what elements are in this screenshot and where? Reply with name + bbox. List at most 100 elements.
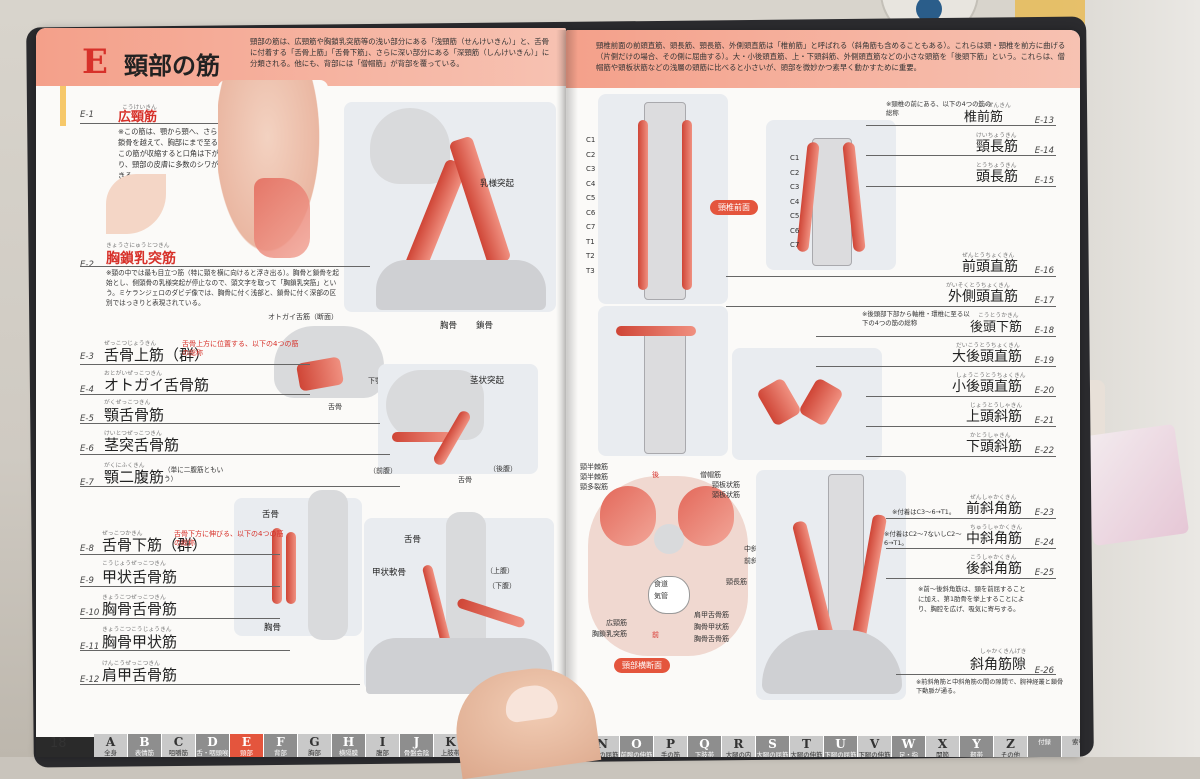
tab-label: 舌・咽頭喉頭 bbox=[196, 749, 229, 757]
tab-letter: W bbox=[901, 737, 916, 751]
tab-letter: P bbox=[665, 737, 676, 751]
code-e7: E-7 bbox=[80, 478, 94, 488]
underline-e2 bbox=[80, 266, 370, 267]
ruby-e3: ぜっこつじょうきん bbox=[104, 341, 157, 347]
ruby-e17: がいそくとうちょくきん bbox=[946, 283, 1010, 289]
vertebra-label: C5 bbox=[790, 212, 800, 220]
label-mastoid: 乳様突起 bbox=[480, 179, 515, 189]
label-back: 後 bbox=[652, 471, 659, 479]
tab-label: 大腿の伸筋 bbox=[790, 751, 823, 757]
index-tab-d[interactable]: D舌・咽頭喉頭 bbox=[196, 734, 230, 757]
tab-label: 大腿の屈筋 bbox=[756, 751, 789, 757]
vertebra-label: C7 bbox=[790, 241, 800, 249]
label-cross-section: 頸部横断面 bbox=[614, 658, 670, 673]
label-hyoid-2: 舌骨 bbox=[458, 476, 472, 484]
tab-label: 付録 bbox=[1038, 738, 1051, 746]
skull-side-illustration bbox=[386, 370, 484, 440]
code-e13: E-13 bbox=[1034, 116, 1054, 126]
code-e11: E-11 bbox=[80, 642, 100, 652]
name-e16: 前頭直筋 bbox=[962, 259, 1018, 275]
tab-label: 大腿の内転・外旋 bbox=[725, 751, 752, 757]
code-e26: E-26 bbox=[1034, 666, 1054, 676]
ruby-e15: とうちょうきん bbox=[976, 163, 1017, 169]
label-thyroid: 甲状軟骨 bbox=[372, 568, 407, 578]
tab-label: 前腕の伸筋 bbox=[620, 751, 653, 757]
tab-label: 全身 bbox=[104, 749, 117, 757]
gift-box bbox=[1078, 423, 1190, 547]
note-e3: 舌骨上方に位置する、以下の4つの筋の総称 bbox=[182, 340, 299, 357]
underline-e5 bbox=[80, 423, 380, 424]
underline-e17 bbox=[726, 306, 1056, 307]
underline-e10 bbox=[80, 618, 280, 619]
label-r2: 頸板状筋 bbox=[712, 481, 740, 489]
sternothyroid-muscle-left bbox=[286, 532, 296, 604]
name-e3: 舌骨上筋（群） bbox=[104, 346, 210, 364]
underline-e9 bbox=[80, 586, 280, 587]
code-e25: E-25 bbox=[1034, 568, 1054, 578]
face-illustration-small bbox=[106, 174, 166, 234]
index-tab-索引[interactable]: 索引 bbox=[1062, 736, 1080, 757]
desc-e2: ※頸の中では最も目立つ筋（特に頸を横に向けると浮き出る）。胸骨と鎖骨を起始とし、… bbox=[106, 269, 340, 307]
underline-e22 bbox=[866, 456, 1056, 457]
index-tab-r[interactable]: R大腿の内転・外旋 bbox=[722, 736, 756, 757]
label-b1: 広頸筋 bbox=[606, 619, 627, 627]
label-b2: 胸鎖乳突筋 bbox=[592, 630, 627, 638]
underline-e12 bbox=[80, 684, 360, 685]
tab-letter: J bbox=[413, 735, 420, 749]
name-e14: 頸長筋 bbox=[976, 139, 1018, 155]
tab-label: 手の筋 bbox=[660, 751, 681, 757]
platysma-illustration bbox=[254, 178, 310, 258]
underline-e3 bbox=[80, 364, 310, 365]
ruby-e19: だいこうとうちょくきん bbox=[956, 343, 1020, 349]
name-e25: 後斜角筋 bbox=[966, 561, 1022, 577]
index-tab-付録[interactable]: 付録 bbox=[1028, 736, 1062, 757]
trapezius-left bbox=[600, 486, 656, 546]
underline-e8 bbox=[80, 554, 280, 555]
ruby-e6: けいとつぜっこつきん bbox=[104, 431, 162, 437]
underline-e24 bbox=[886, 548, 1056, 549]
underline-e11 bbox=[80, 650, 290, 651]
label-r1: 僧帽筋 bbox=[700, 471, 721, 479]
ruby-e18: こうとうかきん bbox=[978, 313, 1019, 319]
code-e5: E-5 bbox=[80, 414, 94, 424]
note-e26: ※前斜角筋と中斜角筋の間の隙間で、腕神経叢と鎖骨下動脈が通る。 bbox=[916, 679, 1064, 695]
tab-letter: N bbox=[597, 737, 608, 751]
tab-label: 骨盤会陰 bbox=[403, 749, 430, 757]
tab-letter: A bbox=[105, 735, 116, 749]
note-e8: 舌骨下方に伸びる、以下の4つの筋の総称 bbox=[174, 530, 284, 547]
tab-label: 背部 bbox=[274, 749, 287, 757]
code-e21: E-21 bbox=[1034, 416, 1054, 426]
ruby-e1: こうけいきん bbox=[122, 105, 157, 111]
label-b3: 肩甲舌骨筋 bbox=[694, 611, 729, 619]
name-e26: 斜角筋隙 bbox=[970, 657, 1026, 673]
underline-e25 bbox=[886, 578, 1056, 579]
vertebra-label: T3 bbox=[586, 266, 595, 275]
label-posterior-belly: （後腹） bbox=[489, 465, 517, 473]
label-l3: 頸多裂筋 bbox=[580, 483, 608, 491]
tab-label: 足・指 bbox=[898, 751, 919, 757]
right-page: 頸椎前面の前頭直筋、頭長筋、頸長筋、外側頭直筋は「椎前筋」と呼ばれる（斜角筋も含… bbox=[566, 30, 1080, 757]
name-e22: 下頭斜筋 bbox=[966, 439, 1022, 455]
cervical-column-3 bbox=[644, 330, 686, 454]
code-e9: E-9 bbox=[80, 576, 94, 586]
